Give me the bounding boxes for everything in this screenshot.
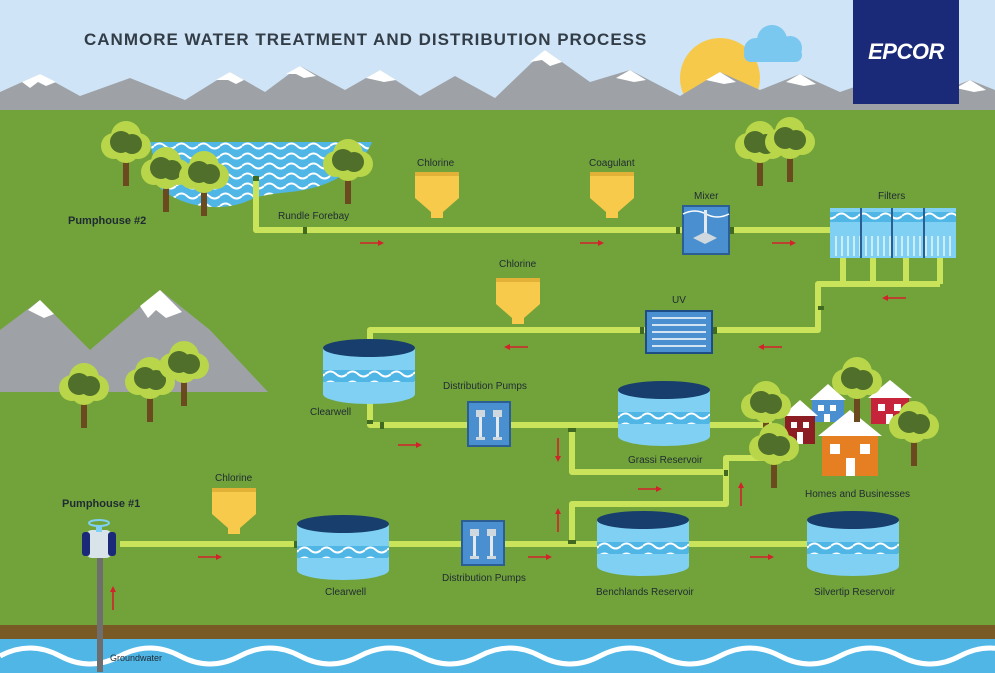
label-chlorine-2: Chlorine — [499, 259, 537, 270]
label-rundle-forebay: Rundle Forebay — [278, 211, 350, 222]
distribution-pumps-upper-icon — [467, 401, 511, 447]
label-coagulant: Coagulant — [589, 158, 635, 169]
wellhead-icon — [82, 519, 116, 558]
groundwater-layer — [0, 639, 995, 673]
label-chlorine-3: Chlorine — [215, 473, 253, 484]
label-pumphouse-1: Pumphouse #1 — [62, 498, 141, 510]
label-pumphouse-2: Pumphouse #2 — [68, 215, 147, 227]
label-silvertip-reservoir: Silvertip Reservoir — [814, 587, 896, 598]
grassi-reservoir-tank — [618, 381, 710, 446]
clearwell-upper-tank — [323, 339, 415, 404]
logo-text: EPCOR — [868, 39, 944, 64]
label-distribution-pumps-upper: Distribution Pumps — [443, 381, 527, 392]
label-groundwater: Groundwater — [110, 653, 163, 663]
soil-layer — [0, 625, 995, 639]
pipe-joints — [253, 176, 824, 548]
label-benchlands-reservoir: Benchlands Reservoir — [596, 587, 694, 598]
label-homes-businesses: Homes and Businesses — [805, 489, 911, 500]
label-uv: UV — [672, 295, 686, 306]
mixer-icon — [682, 205, 730, 255]
cloud-icon — [744, 25, 802, 62]
distribution-pumps-lower-icon — [461, 520, 505, 566]
page-title: CANMORE WATER TREATMENT AND DISTRIBUTION… — [84, 30, 648, 49]
clearwell-lower-tank — [297, 515, 389, 580]
label-clearwell-upper: Clearwell — [310, 407, 352, 418]
label-filters: Filters — [878, 191, 906, 202]
mountain-range — [0, 50, 995, 112]
silvertip-reservoir-tank — [807, 511, 899, 576]
filters-icon — [830, 208, 956, 258]
label-chlorine-1: Chlorine — [417, 158, 455, 169]
label-distribution-pumps-lower: Distribution Pumps — [442, 573, 526, 584]
label-clearwell-lower: Clearwell — [325, 587, 367, 598]
uv-unit-icon — [645, 310, 713, 354]
benchlands-reservoir-tank — [597, 511, 689, 576]
label-grassi-reservoir: Grassi Reservoir — [628, 455, 703, 466]
label-mixer: Mixer — [694, 191, 719, 202]
pipe-network — [120, 178, 943, 547]
well-pipe — [97, 552, 103, 672]
epcor-logo: EPCOR — [853, 0, 959, 104]
